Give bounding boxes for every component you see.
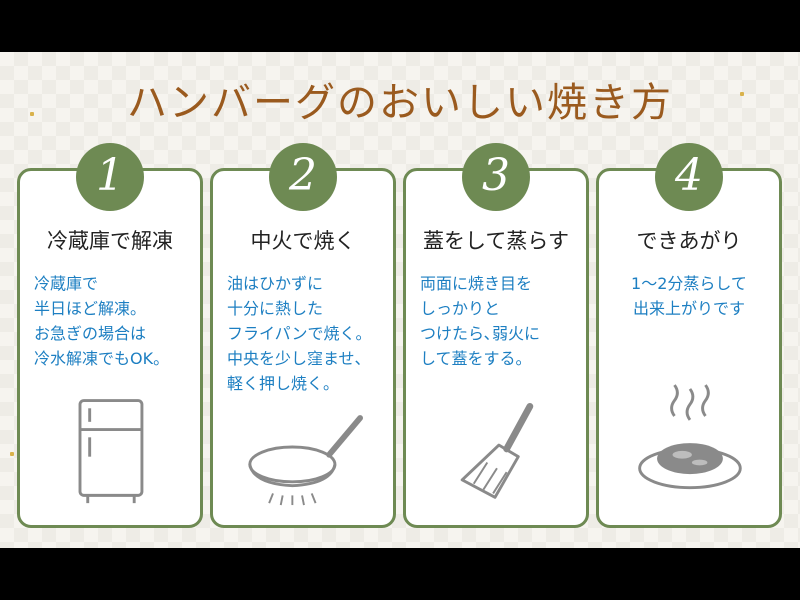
step-number-badge: 4 [655, 143, 723, 211]
refrigerator-icon [78, 399, 144, 504]
step-number-badge: 2 [269, 143, 337, 211]
step-number-badge: 3 [462, 143, 530, 211]
step-title: 蓋をして蒸らす [423, 229, 569, 253]
step-number-badge: 1 [76, 143, 144, 211]
step-description: 油はひかずに 十分に熱した フライパンで焼く。 中央を少し窪ませ、 軽く押し焼く… [227, 274, 372, 393]
step-title: 冷蔵庫で解凍 [47, 229, 173, 253]
step-card-2: 2 中火で焼く 油はひかずに 十分に熱した フライパンで焼く。 中央を少し窪ませ… [210, 143, 396, 528]
gold-fleck [740, 92, 744, 96]
step-description: 両面に焼き目を しっかりと つけたら､弱火に して蓋をする。 [420, 274, 541, 368]
gold-fleck [10, 452, 14, 456]
step-card-3: 3 蓋をして蒸らす 両面に焼き目を しっかりと つけたら､弱火に して蓋をする。 [403, 143, 589, 528]
steaming-hamburg-icon [638, 384, 742, 490]
step-description: 1〜2分蒸らして 出来上がりです [631, 274, 747, 318]
step-card-4: 4 できあがり 1〜2分蒸らして 出来上がりです [596, 143, 782, 528]
step-title: 中火で焼く [250, 229, 356, 253]
spatula-icon [460, 402, 534, 499]
page-title: ハンバーグのおいしい焼き方 [127, 80, 673, 126]
gold-fleck [30, 112, 34, 116]
step-description: 冷蔵庫で 半日ほど解凍。 お急ぎの場合は 冷水解凍でもOK。 [34, 274, 170, 368]
step-card-1: 1 冷蔵庫で解凍 冷蔵庫で 半日ほど解凍。 お急ぎの場合は 冷水解凍でもOK。 [17, 143, 203, 528]
step-title: できあがり [636, 229, 742, 253]
infographic: ハンバーグのおいしい焼き方 1 冷蔵庫で解凍 冷蔵庫で 半日ほど解凍。 お急ぎの… [0, 52, 800, 548]
frying-pan-icon [248, 415, 363, 506]
